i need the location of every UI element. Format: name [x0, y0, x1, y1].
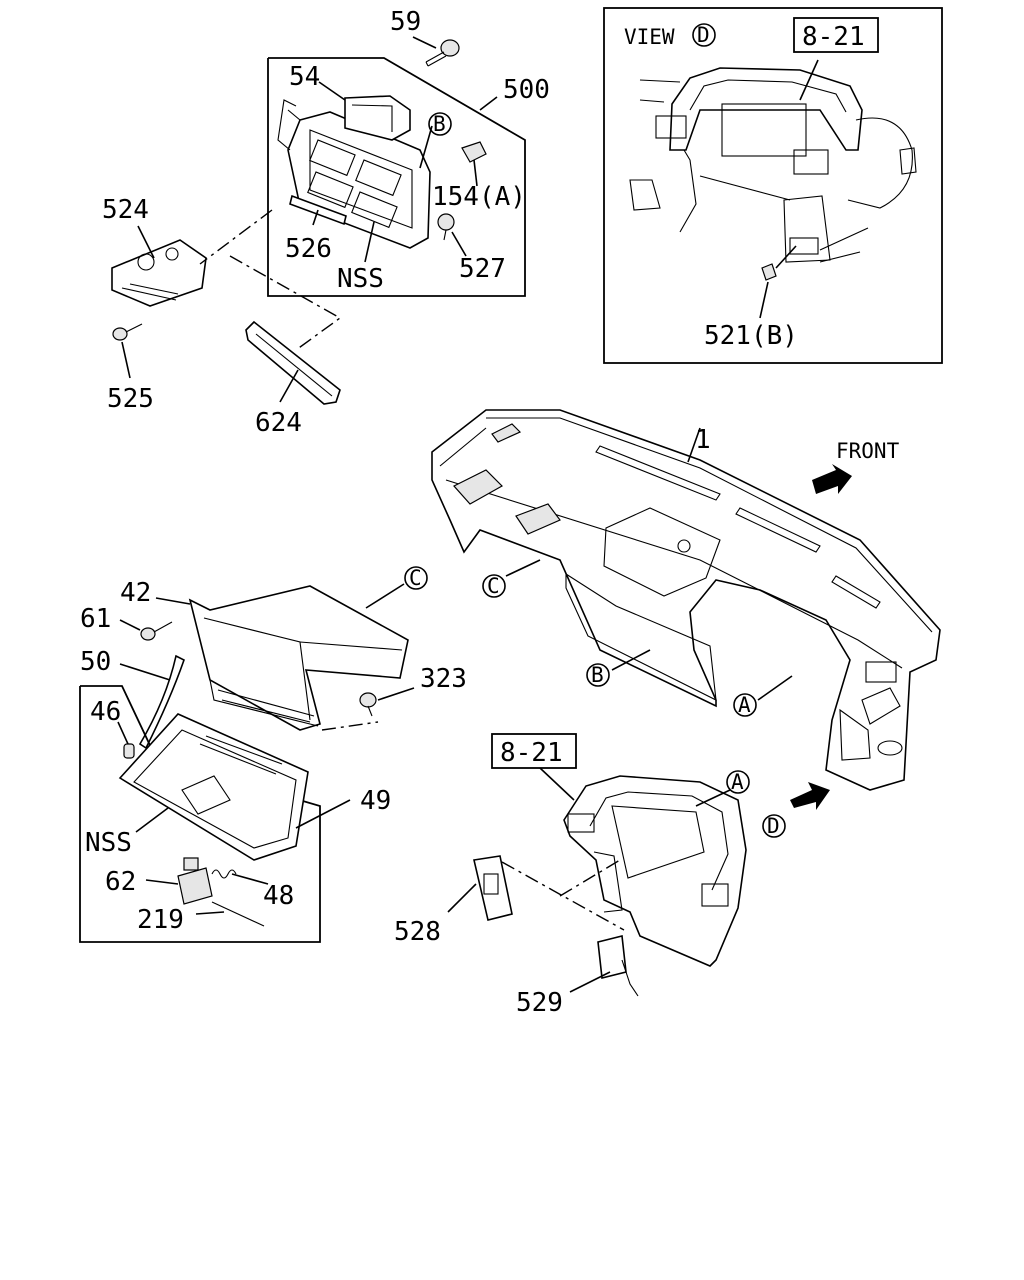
- screw-527: [437, 213, 455, 231]
- label-529: 529: [516, 988, 563, 1018]
- pocket-54: [344, 95, 411, 141]
- label-323: 323: [420, 664, 467, 694]
- label-624: 624: [255, 408, 302, 438]
- label-62: 62: [105, 867, 136, 897]
- view-letter: D: [697, 23, 710, 47]
- meter-bezel-assembly: [447, 733, 830, 997]
- connector-529: [597, 935, 627, 979]
- ref-bottom: 8-21: [500, 738, 563, 768]
- screw-59: [425, 39, 460, 67]
- circle-label-b-dash: B: [591, 663, 604, 687]
- switch-528: [473, 855, 513, 921]
- label-528: 528: [394, 917, 441, 947]
- label-1: 1: [695, 425, 711, 455]
- circle-label-a-dash: A: [738, 693, 751, 717]
- spring-48: [211, 869, 237, 879]
- label-nss-bottom: NSS: [85, 828, 132, 858]
- circle-label-c-dash: C: [487, 574, 500, 598]
- view-label: VIEW: [624, 25, 675, 49]
- front-label: FRONT: [836, 439, 900, 463]
- label-527: 527: [459, 254, 506, 284]
- screw-525: [112, 323, 143, 341]
- label-48: 48: [263, 881, 294, 911]
- assembly-500-outline: [267, 57, 526, 297]
- label-54: 54: [289, 62, 320, 92]
- label-49: 49: [360, 786, 391, 816]
- rod-219: [211, 901, 265, 927]
- glovebox-opening: [565, 572, 717, 701]
- instrument-panel: [431, 409, 941, 791]
- label-nss-top: NSS: [337, 264, 384, 294]
- vent-top: [491, 423, 522, 443]
- label-59: 59: [390, 7, 421, 37]
- vent-left: [453, 469, 503, 505]
- ref-top: 8-21: [802, 22, 865, 52]
- glovebox-assembly: [119, 583, 415, 750]
- label-61: 61: [80, 604, 111, 634]
- circle-label-b-top: B: [433, 112, 446, 136]
- glovebox-door-assembly: [79, 685, 351, 943]
- label-46: 46: [90, 697, 121, 727]
- dashboard-1: [431, 409, 941, 791]
- label-42: 42: [120, 578, 151, 608]
- label-526: 526: [285, 234, 332, 264]
- label-219: 219: [137, 905, 184, 935]
- lock-62: [177, 867, 213, 905]
- view-d-inset: [603, 7, 943, 364]
- glovebox-door: [118, 713, 309, 861]
- stopper-46: [123, 743, 135, 759]
- bracket-524: [111, 239, 207, 307]
- view-d-frame: [603, 7, 943, 364]
- label-500: 500: [503, 75, 550, 105]
- label-525: 525: [107, 384, 154, 414]
- ref-box-bottom: [491, 733, 577, 769]
- meter-bezel: [563, 775, 747, 967]
- ref-box-top: [793, 17, 879, 53]
- label-154a: 154(A): [432, 182, 526, 212]
- circle-label-d-bezel: D: [767, 814, 780, 838]
- label-521b: 521(B): [704, 321, 798, 351]
- glovebox-housing-42: [188, 585, 409, 731]
- front-arrow: [812, 464, 852, 494]
- assembly-49-outline: [79, 685, 321, 943]
- label-50: 50: [80, 647, 111, 677]
- vent-center: [515, 503, 561, 535]
- strap-50: [138, 654, 185, 750]
- circle-label-c-glove: C: [409, 566, 422, 590]
- label-524: 524: [102, 195, 149, 225]
- center-console-assembly: [111, 36, 526, 405]
- circle-label-a-bezel: A: [731, 770, 744, 794]
- view-d-arrow: [790, 782, 830, 810]
- clip-154A: [461, 141, 487, 163]
